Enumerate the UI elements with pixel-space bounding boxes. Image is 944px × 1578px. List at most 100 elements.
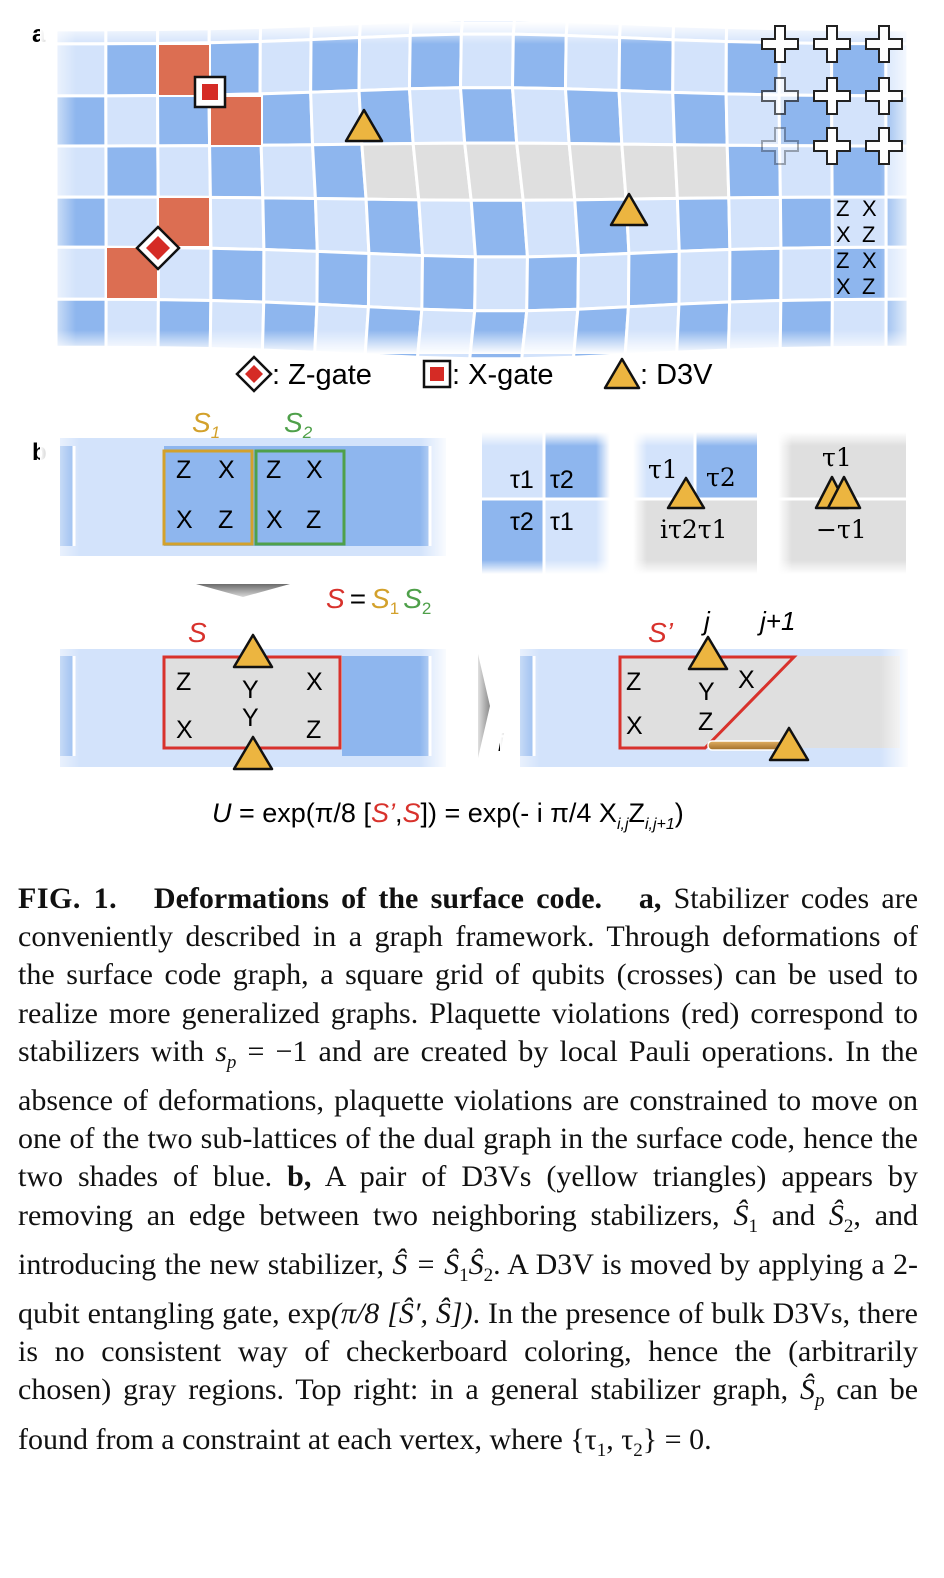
caption-text-4: and — [771, 1198, 816, 1232]
d3v-icon — [603, 357, 641, 390]
plaquette — [407, 86, 467, 146]
j-label: j — [701, 606, 711, 636]
plaquette — [261, 196, 319, 253]
svg-text:τ1: τ1 — [510, 466, 534, 494]
svg-text:Z: Z — [306, 716, 321, 744]
svg-text:Z: Z — [836, 248, 849, 273]
plaquette — [830, 41, 888, 98]
s1-outline — [162, 449, 254, 546]
svg-text:X: X — [218, 456, 235, 484]
svg-text:τ2: τ2 — [706, 463, 736, 492]
d3v-icon — [609, 192, 649, 227]
caption-text-2: = −1 and are created by local Pauli oper… — [18, 1034, 918, 1194]
plaquette — [104, 41, 160, 98]
legend: : Z-gate : X-gate : D3V — [235, 355, 713, 393]
plaquette — [675, 196, 732, 253]
caption-fig-number: FIG. 1. — [18, 882, 118, 915]
caption-a-label: a, — [638, 882, 662, 915]
caption-title: Deformations of the surface code. — [153, 882, 603, 915]
plaquette — [156, 144, 212, 199]
caption-text-3: A pair of D3Vs (yellow triangles) appear… — [18, 1160, 918, 1232]
qubit-crosses — [761, 25, 903, 165]
plaquette — [469, 198, 530, 259]
svg-text:Y: Y — [242, 704, 259, 732]
svg-text:−τ1: −τ1 — [816, 515, 867, 544]
svg-text:Z: Z — [836, 196, 849, 221]
svg-text:X: X — [738, 666, 755, 694]
s1-label: S1 — [192, 407, 220, 442]
plaquette — [315, 249, 371, 309]
edge-fade — [880, 26, 916, 352]
plaquette-violations — [105, 43, 263, 300]
svg-text:X: X — [836, 222, 851, 247]
sprime-operators: Z X Y Z X — [626, 666, 755, 740]
plaquette — [779, 246, 834, 303]
plaquette — [778, 195, 834, 250]
plaquette — [458, 86, 519, 145]
caption-text-8: can be found from a constraint at each v… — [18, 1373, 919, 1456]
d3v-icon — [768, 726, 810, 762]
svg-text:Z: Z — [218, 506, 233, 534]
sprime-label: S’ — [648, 617, 674, 648]
plaquette — [830, 94, 888, 148]
qubit-cross-icon — [813, 127, 851, 165]
caption-math-exp-arg: (π/8 [Ŝ′, Ŝ]) — [330, 1297, 473, 1331]
plaquette — [567, 142, 628, 202]
caption-b-label: b, — [287, 1160, 312, 1194]
svg-text:Z: Z — [266, 456, 281, 484]
svg-text:X: X — [626, 712, 643, 740]
svg-text:Z: Z — [862, 274, 875, 299]
s2-operators: Z X X Z — [266, 456, 323, 534]
svg-text:X: X — [266, 506, 283, 534]
plaquette — [671, 38, 728, 96]
d3v-icon — [232, 633, 274, 669]
plaquette — [576, 251, 631, 311]
plaquette — [208, 195, 266, 252]
svg-text:X: X — [836, 274, 851, 299]
d3v-icon — [826, 475, 862, 510]
svg-text:X: X — [862, 248, 877, 273]
plaquette — [617, 88, 677, 147]
plaquette — [777, 93, 834, 148]
xz-check-column: Z X X Z Z X X Z — [836, 196, 877, 299]
plaquette — [563, 87, 624, 146]
plaquette — [473, 255, 529, 313]
svg-text:iτ2τ1: iτ2τ1 — [660, 515, 727, 544]
svg-text:τ2: τ2 — [550, 466, 574, 494]
svg-text:Z: Z — [626, 668, 641, 696]
svg-text:τ1: τ1 — [550, 508, 574, 536]
edge-fade — [40, 330, 920, 354]
qubit-cross-icon — [865, 77, 903, 115]
stabilizer-strip-merged — [40, 645, 450, 771]
svg-text:τ2: τ2 — [510, 508, 534, 536]
figure: a Z X X Z Z X X Z : — [32, 18, 920, 833]
legend-z-gate: : Z-gate — [272, 359, 372, 391]
svg-text:Y: Y — [242, 676, 259, 704]
plaquette — [677, 247, 732, 306]
caption-math-s-product: Ŝ = Ŝ1Ŝ2 — [392, 1247, 494, 1286]
caption-text-7: . In the presence of bulk D3Vs, there is… — [18, 1297, 918, 1407]
stabilizer-strip-before — [40, 434, 450, 560]
plaquette — [208, 143, 265, 200]
sprime-outline — [618, 655, 798, 750]
plaquette — [510, 86, 571, 146]
svg-text:X: X — [176, 716, 193, 744]
x-gate-icon — [422, 359, 452, 389]
plaquette — [259, 143, 318, 200]
legend-d3v: : D3V — [640, 359, 713, 391]
qubit-cross-icon — [865, 25, 903, 63]
qubit-cross-icon — [761, 77, 799, 115]
plaquette — [727, 195, 783, 252]
plaquette — [777, 41, 834, 98]
edge-fade — [40, 22, 920, 44]
plaquette — [258, 90, 315, 147]
d3v-icon — [344, 108, 384, 143]
svg-text:Z: Z — [862, 222, 875, 247]
plaquette — [671, 90, 729, 147]
edge-fade — [40, 26, 76, 352]
plaquette — [417, 198, 478, 259]
z-gate-icon — [235, 355, 273, 393]
plaquette — [672, 143, 731, 200]
plaquette — [309, 35, 362, 94]
plaquette — [725, 143, 782, 200]
